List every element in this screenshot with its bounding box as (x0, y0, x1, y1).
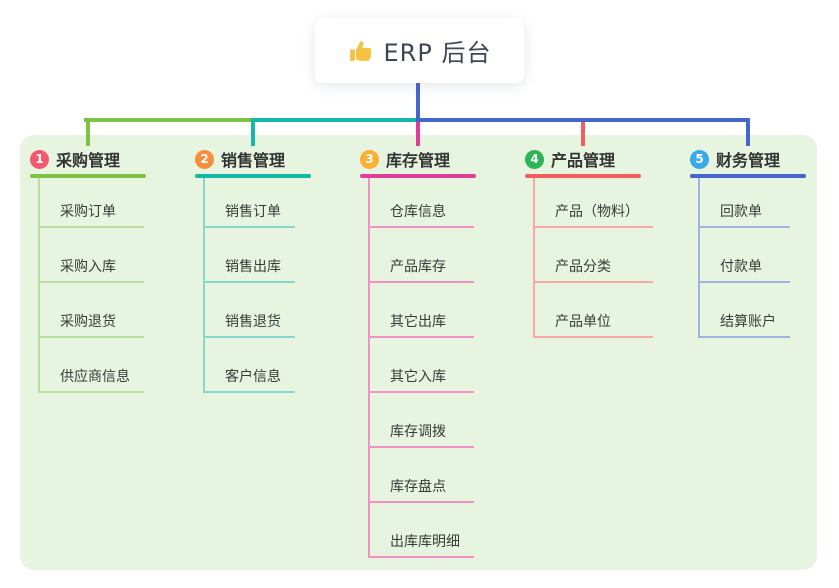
branch-label: 库存管理 (386, 151, 451, 170)
child-node[interactable]: 库存调拨 (370, 393, 474, 448)
child-label: 销售出库 (225, 259, 281, 275)
branch-children: 销售订单 销售出库 销售退货 客户信息 (203, 178, 295, 393)
branch-underline (360, 174, 476, 178)
child-node[interactable]: 产品单位 (535, 283, 653, 338)
branch-number-badge: 2 (195, 149, 214, 169)
child-node[interactable]: 供应商信息 (40, 338, 144, 393)
child-label: 其它出库 (390, 314, 446, 330)
connector-line (416, 118, 750, 122)
child-node[interactable]: 销售退货 (205, 283, 295, 338)
branch-number-badge: 5 (690, 149, 709, 169)
child-label: 仓库信息 (390, 204, 446, 220)
child-node[interactable]: 采购入库 (40, 228, 144, 283)
child-label: 采购退货 (60, 314, 116, 330)
branch-label: 财务管理 (716, 151, 781, 170)
branch-underline (525, 174, 641, 178)
child-node[interactable]: 回款单 (700, 178, 790, 228)
child-label: 采购订单 (60, 204, 116, 220)
child-node[interactable]: 其它入库 (370, 338, 474, 393)
child-label: 销售退货 (225, 314, 281, 330)
child-node[interactable]: 销售出库 (205, 228, 295, 283)
child-node[interactable]: 出库库明细 (370, 503, 474, 558)
child-label: 产品（物料） (555, 204, 639, 220)
child-node[interactable]: 产品库存 (370, 228, 474, 283)
child-label: 结算账户 (720, 314, 776, 330)
child-label: 回款单 (720, 204, 762, 220)
branch-children: 仓库信息 产品库存 其它出库 其它入库 库存调拨 库存盘点 出库库明细 (368, 178, 474, 558)
branch-underline (195, 174, 311, 178)
branch-node-5[interactable]: 5 财务管理 (690, 147, 780, 171)
branches-panel (20, 135, 817, 570)
connector-line (253, 118, 418, 122)
root-title: ERP 后台 (383, 39, 492, 67)
child-label: 销售订单 (225, 204, 281, 220)
child-node[interactable]: 其它出库 (370, 283, 474, 338)
child-label: 付款单 (720, 259, 762, 275)
child-node[interactable]: 仓库信息 (370, 178, 474, 228)
branch-underline (30, 174, 146, 178)
child-node[interactable]: 销售订单 (205, 178, 295, 228)
branch-children: 产品（物料） 产品分类 产品单位 (533, 178, 653, 338)
root-node[interactable]: ERP 后台 (315, 18, 524, 83)
child-node[interactable]: 产品（物料） (535, 178, 653, 228)
child-label: 产品库存 (390, 259, 446, 275)
child-label: 出库库明细 (390, 534, 460, 550)
branch-number-badge: 1 (30, 149, 49, 169)
child-node[interactable]: 付款单 (700, 228, 790, 283)
child-node[interactable]: 采购退货 (40, 283, 144, 338)
branch-label: 销售管理 (221, 151, 286, 170)
child-node[interactable]: 库存盘点 (370, 448, 474, 503)
child-node[interactable]: 结算账户 (700, 283, 790, 338)
branch-node-2[interactable]: 2 销售管理 (195, 147, 285, 171)
branch-node-4[interactable]: 4 产品管理 (525, 147, 615, 171)
branch-label: 产品管理 (551, 151, 616, 170)
child-label: 库存盘点 (390, 479, 446, 495)
branch-node-1[interactable]: 1 采购管理 (30, 147, 120, 171)
branch-node-3[interactable]: 3 库存管理 (360, 147, 450, 171)
connector-line (416, 83, 420, 122)
child-label: 采购入库 (60, 259, 116, 275)
branch-children: 采购订单 采购入库 采购退货 供应商信息 (38, 178, 144, 393)
connector-line (581, 122, 585, 146)
child-label: 供应商信息 (60, 369, 130, 385)
child-label: 其它入库 (390, 369, 446, 385)
child-label: 客户信息 (225, 369, 281, 385)
child-label: 产品分类 (555, 259, 611, 275)
branch-number-badge: 4 (525, 149, 544, 169)
branch-label: 采购管理 (56, 151, 121, 170)
child-node[interactable]: 客户信息 (205, 338, 295, 393)
branch-children: 回款单 付款单 结算账户 (698, 178, 790, 338)
child-label: 产品单位 (555, 314, 611, 330)
child-node[interactable]: 产品分类 (535, 228, 653, 283)
connector-line (84, 118, 253, 122)
connector-line (86, 118, 90, 146)
connector-line (416, 122, 420, 146)
connector-line (746, 118, 750, 146)
connector-line (251, 118, 255, 146)
branch-underline (690, 174, 806, 178)
child-node[interactable]: 采购订单 (40, 178, 144, 228)
child-label: 库存调拨 (390, 424, 446, 440)
thumbs-up-icon (348, 38, 374, 64)
branch-number-badge: 3 (360, 149, 379, 169)
